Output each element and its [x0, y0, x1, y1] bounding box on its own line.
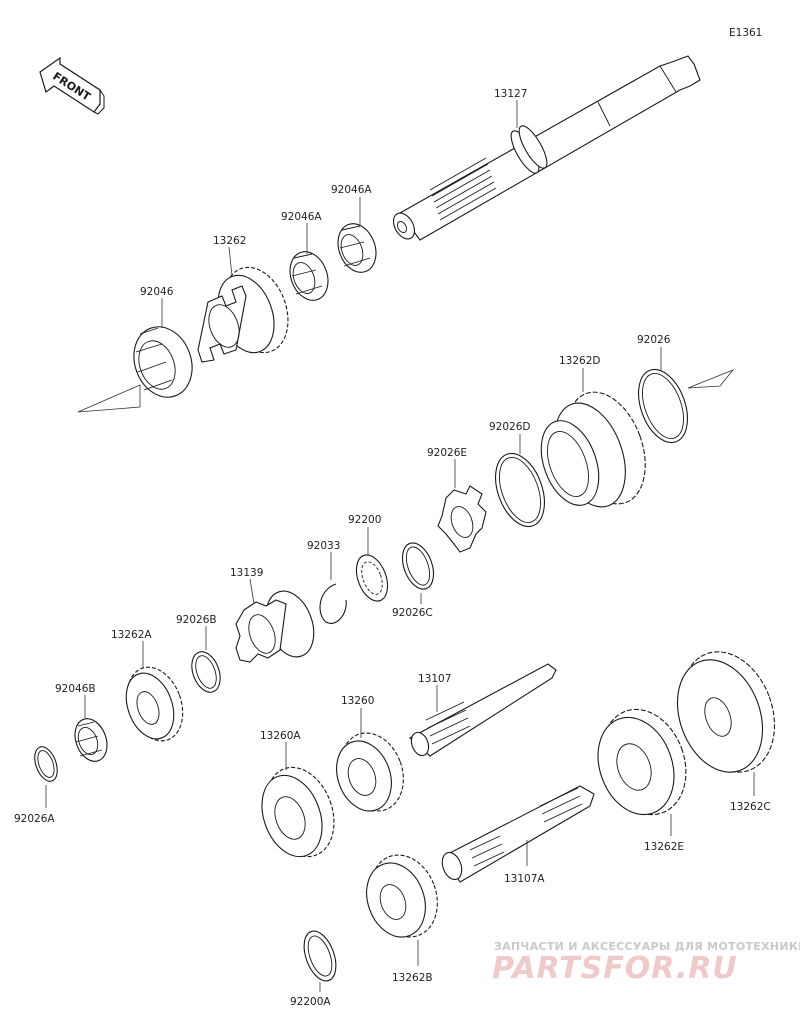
gear-13260A	[261, 766, 335, 858]
gear-13262D	[540, 391, 646, 508]
needle-bearing-92046B	[74, 718, 108, 762]
circlip-92033	[319, 583, 347, 624]
label-92026: 92026	[637, 334, 671, 346]
label-13262D: 13262D	[559, 355, 601, 367]
label-92026C: 92026C	[392, 607, 433, 619]
label-92026B: 92026B	[176, 614, 217, 626]
part-labels: 13127 92046A 92046A 13262 92046 92026 13…	[14, 88, 771, 1008]
label-13139: 13139	[230, 567, 263, 579]
label-92026E: 92026E	[427, 447, 467, 459]
label-13260A: 13260A	[260, 730, 301, 742]
gear-13262	[197, 266, 289, 363]
watermark: ЗАПЧАСТИ И АКСЕССУАРЫ ДЛЯ МОТОТЕХНИКИ PA…	[492, 940, 800, 986]
gear-13260	[336, 732, 404, 812]
label-13260: 13260	[341, 695, 374, 707]
needle-bearing-92046	[133, 326, 193, 398]
needle-bearing-92046A-2	[289, 251, 329, 301]
label-13107A: 13107A	[504, 873, 545, 885]
needle-bearing-92046A-1	[337, 223, 377, 273]
label-13262E: 13262E	[644, 841, 684, 853]
label-92026D: 92026D	[489, 421, 531, 433]
label-13262: 13262	[213, 235, 246, 247]
output-shaft-13107A	[441, 785, 595, 883]
washer-92026C	[401, 542, 435, 590]
lock-washer-92026E	[437, 485, 487, 553]
label-92046: 92046	[140, 286, 174, 298]
watermark-tagline: ЗАПЧАСТИ И АКСЕССУАРЫ ДЛЯ МОТОТЕХНИКИ	[494, 940, 800, 953]
label-92200: 92200	[348, 514, 381, 526]
gear-13262E	[597, 708, 687, 816]
axis-connector-left	[77, 384, 141, 413]
main-shaft-13127	[392, 55, 701, 241]
gear-13262A	[125, 666, 184, 742]
shifter-gear-13139	[235, 590, 315, 663]
label-13262C: 13262C	[730, 801, 771, 813]
gear-13262B	[366, 854, 438, 938]
label-92046A-2: 92046A	[281, 211, 322, 223]
washer-92026B	[191, 651, 221, 693]
diagram-code: E1361	[729, 27, 762, 39]
drive-shaft-13107	[409, 663, 557, 757]
label-13262A: 13262A	[111, 629, 152, 641]
front-arrow-icon: FRONT	[39, 56, 105, 115]
label-92033: 92033	[307, 540, 340, 552]
axis-connector-right	[687, 369, 735, 389]
splined-washer-92200	[355, 554, 389, 602]
washer-92200A	[303, 930, 337, 982]
snap-ring-92026D	[495, 452, 545, 528]
label-92046B: 92046B	[55, 683, 96, 695]
watermark-brand: PARTSFOR.RU	[492, 951, 738, 986]
label-13262B: 13262B	[392, 972, 433, 984]
label-92200A: 92200A	[290, 996, 331, 1008]
label-92046A-1: 92046A	[331, 184, 372, 196]
leader-lines	[45, 100, 755, 992]
label-13127: 13127	[494, 88, 527, 100]
gear-13262C	[676, 651, 776, 773]
label-92026A: 92026A	[14, 813, 55, 825]
label-13107: 13107	[418, 673, 451, 685]
washer-92026A	[34, 746, 58, 782]
snap-ring-92026	[638, 368, 688, 444]
